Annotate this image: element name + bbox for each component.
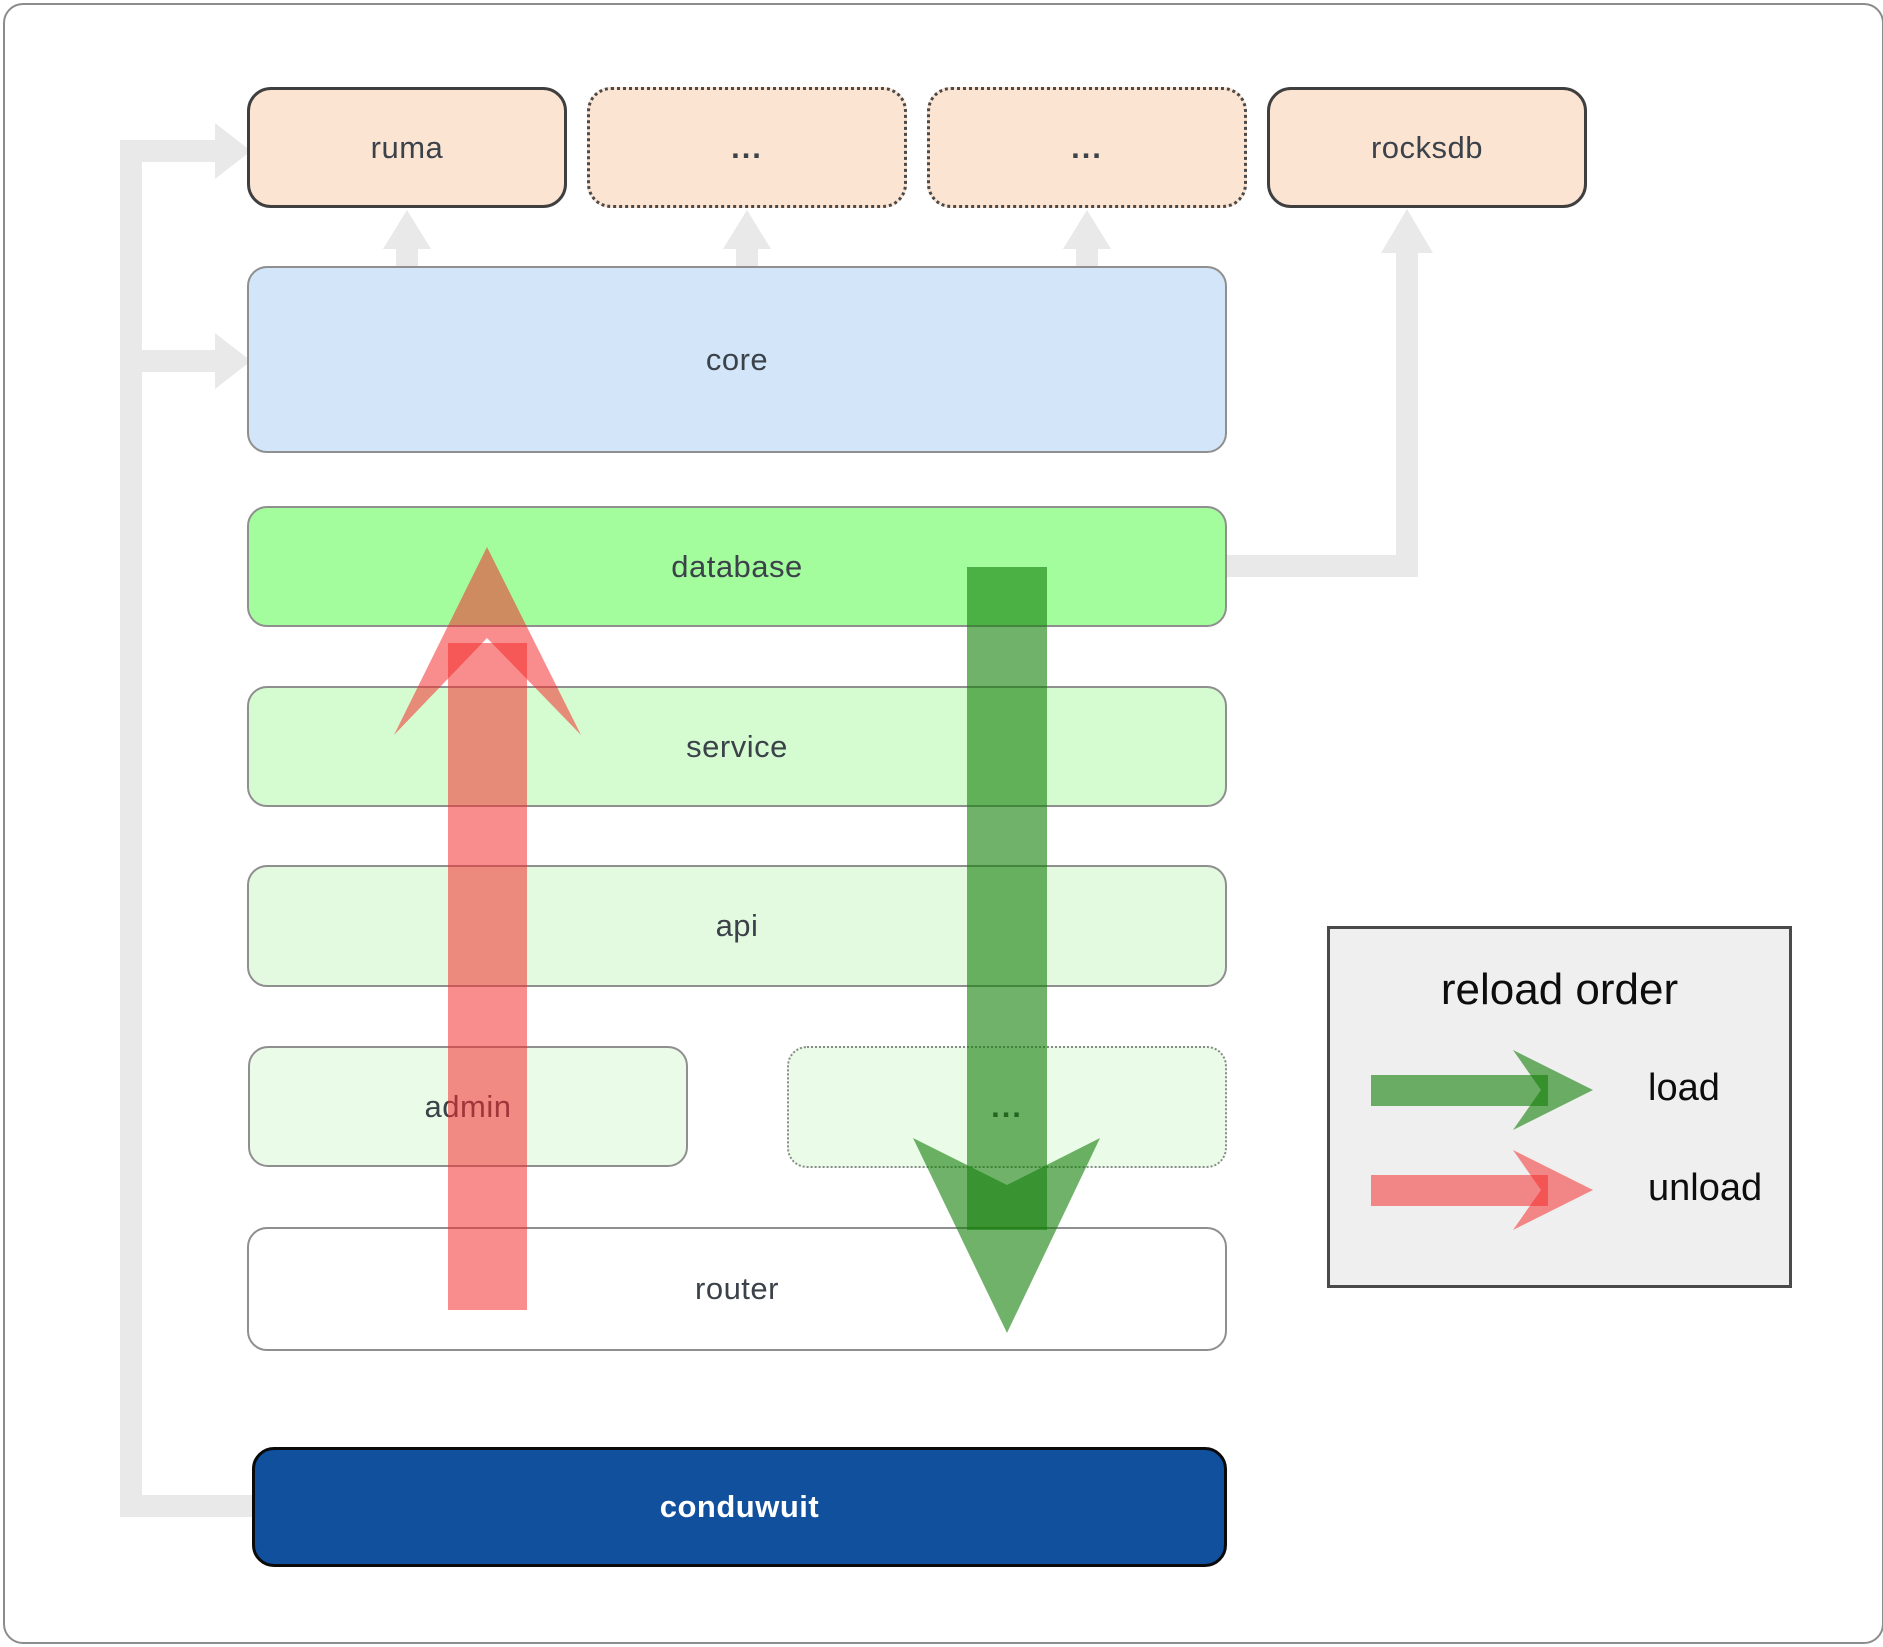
box-core-label: core bbox=[705, 341, 769, 377]
box-api: api bbox=[247, 865, 1227, 987]
box-admin: admin bbox=[248, 1046, 688, 1167]
box-ellipsis-top-2-label: ... bbox=[1071, 129, 1103, 165]
legend-unload-arrow-head bbox=[1513, 1150, 1593, 1230]
legend-box: reload order load unload bbox=[1327, 926, 1792, 1288]
box-ellipsis-top-2: ... bbox=[927, 87, 1247, 208]
legend-unload-arrow-body bbox=[1371, 1175, 1548, 1206]
box-ellipsis-admin-row: ... bbox=[787, 1046, 1227, 1168]
box-ruma-label: ruma bbox=[370, 129, 444, 165]
diagram-canvas: ruma ... ... rocksdb core database servi… bbox=[3, 3, 1883, 1644]
legend-arrows bbox=[1371, 1050, 1593, 1230]
box-rocksdb-label: rocksdb bbox=[1370, 129, 1484, 165]
box-api-label: api bbox=[715, 908, 759, 943]
arrowhead-up-1 bbox=[383, 210, 431, 249]
box-rocksdb: rocksdb bbox=[1267, 87, 1587, 208]
box-router: router bbox=[247, 1227, 1227, 1351]
box-ellipsis-admin-row-label: ... bbox=[991, 1089, 1023, 1124]
legend-title: reload order bbox=[1440, 965, 1679, 1014]
arrowhead-into-core bbox=[215, 333, 251, 389]
legend-load-label: load bbox=[1648, 1067, 1720, 1109]
box-database-label: database bbox=[671, 548, 803, 584]
box-service: service bbox=[247, 686, 1227, 807]
legend-unload-arrow bbox=[1371, 1150, 1593, 1230]
arrowhead-up-3 bbox=[1063, 210, 1111, 249]
legend-load-arrow bbox=[1371, 1050, 1593, 1130]
flow-arrows bbox=[394, 547, 1100, 1333]
gray-connectors bbox=[120, 123, 1433, 1517]
box-router-label: router bbox=[695, 1271, 779, 1306]
box-database: database bbox=[247, 506, 1227, 627]
connector-conduwuit-to-ruma bbox=[120, 140, 257, 1517]
connector-database-to-rocksdb bbox=[1227, 253, 1418, 577]
legend-load-arrow-body bbox=[1371, 1075, 1548, 1106]
box-conduwuit-label: conduwuit bbox=[659, 1489, 820, 1524]
arrowhead-into-ruma bbox=[215, 123, 251, 179]
box-service-label: service bbox=[686, 728, 788, 764]
box-ruma: ruma bbox=[247, 87, 567, 208]
box-ellipsis-top-1-label: ... bbox=[731, 129, 763, 165]
box-ellipsis-top-1: ... bbox=[587, 87, 907, 208]
legend-load-arrow-head bbox=[1513, 1050, 1593, 1130]
arrowhead-up-2 bbox=[723, 210, 771, 249]
arrowhead-into-rocksdb bbox=[1381, 209, 1433, 253]
box-core: core bbox=[247, 266, 1227, 453]
legend-unload-label: unload bbox=[1648, 1167, 1763, 1209]
box-conduwuit: conduwuit bbox=[252, 1447, 1227, 1567]
box-admin-label: admin bbox=[424, 1088, 512, 1124]
